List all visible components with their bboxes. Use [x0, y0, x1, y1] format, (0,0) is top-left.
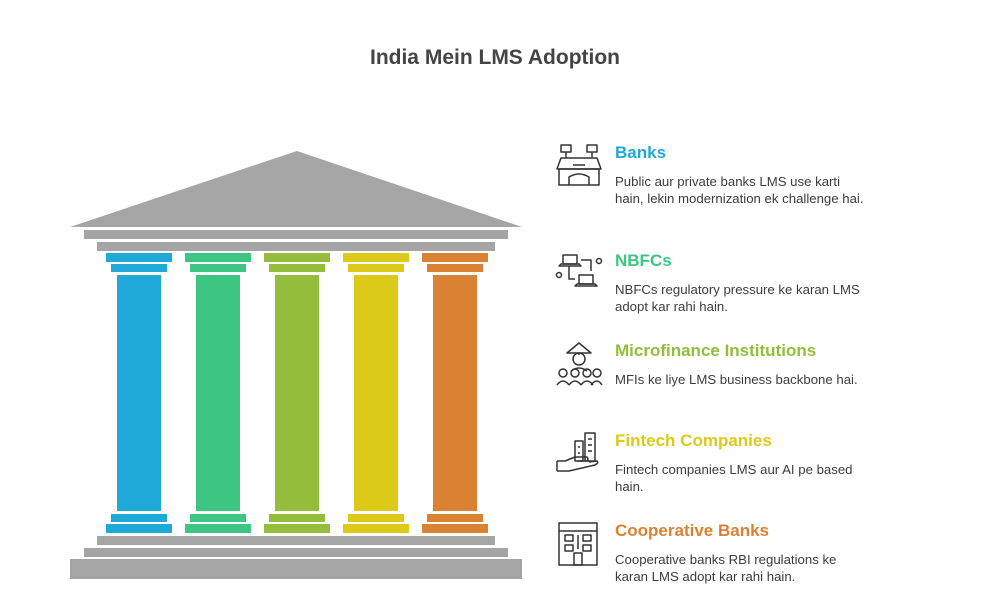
item-heading: Microfinance Institutions — [615, 341, 817, 360]
temple-entablature-top — [84, 230, 508, 239]
hand-city-icon — [556, 432, 599, 472]
item-heading: NBFCs — [615, 251, 672, 270]
item-description: MFIs ke liye LMS business backbone hai. — [615, 372, 858, 387]
item-description: Public aur private banks LMS use karti h… — [615, 174, 864, 206]
community-group-icon — [556, 342, 603, 386]
temple-step-middle — [84, 548, 508, 557]
pillar-microfinance — [264, 253, 330, 533]
item-heading: Banks — [615, 143, 667, 162]
item-heading: Cooperative Banks — [615, 521, 769, 540]
page-title: India Mein LMS Adoption — [369, 46, 621, 69]
item-description: Fintech companies LMS aur AI pe based ha… — [615, 462, 853, 494]
pillar-banks — [106, 253, 172, 533]
laptop-network-icon — [555, 254, 603, 287]
pillar-cooperative — [422, 253, 488, 533]
item-heading: Fintech Companies — [615, 431, 772, 450]
temple-diagram — [70, 151, 522, 579]
temple-step-base — [70, 559, 522, 579]
temple-entablature-bottom — [97, 242, 495, 251]
bank-building-icon — [556, 144, 602, 186]
pillar-nbfcs — [185, 253, 251, 533]
pillar-fintech — [343, 253, 409, 533]
temple-roof — [70, 151, 522, 227]
temple-step-top — [97, 536, 495, 545]
item-description: Cooperative banks RBI regulations ke kar… — [615, 552, 837, 584]
cooperative-building-icon — [558, 522, 598, 566]
item-description: NBFCs regulatory pressure ke karan LMS a… — [615, 282, 860, 314]
